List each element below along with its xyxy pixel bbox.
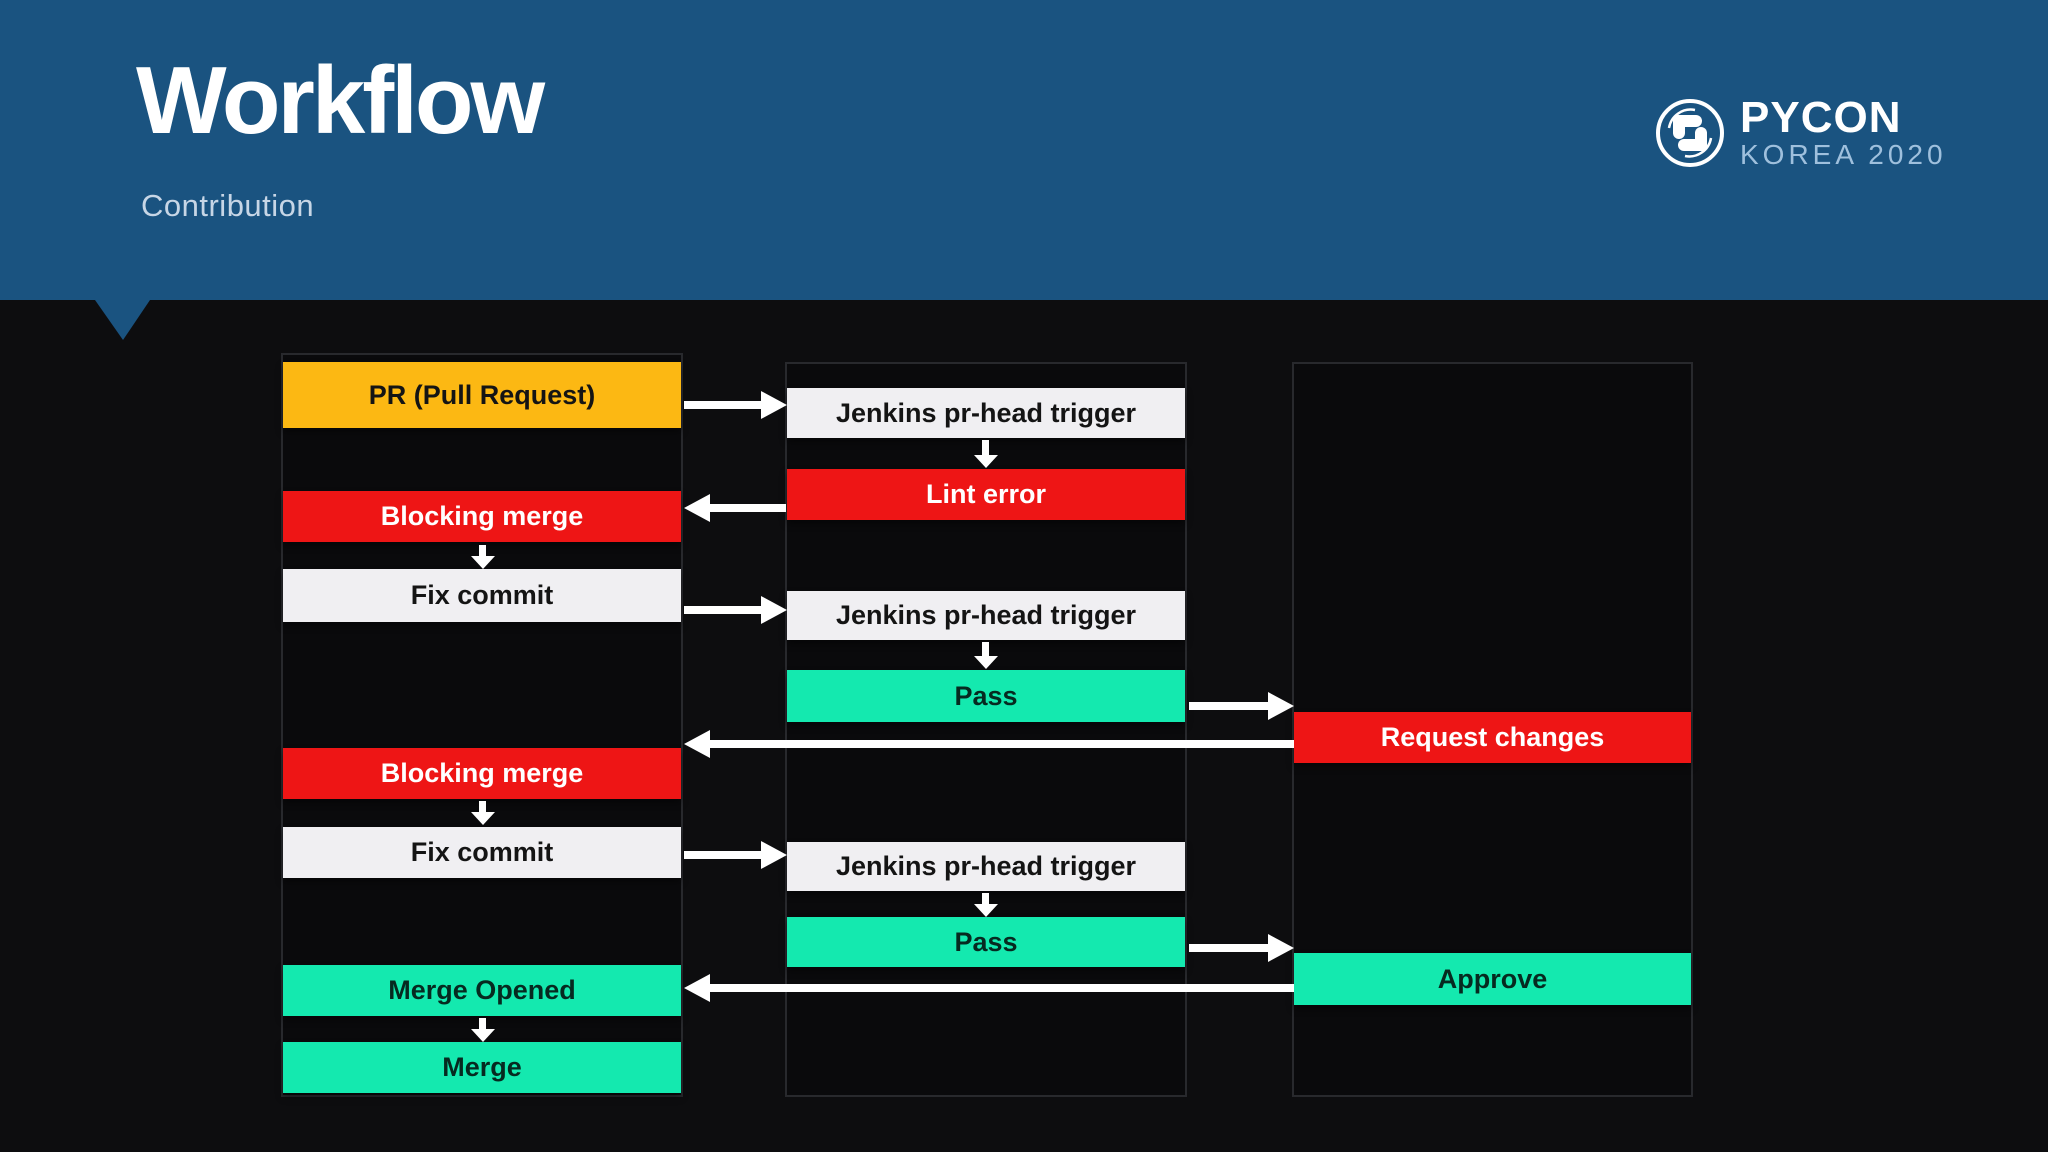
arrow-blocking2-to-fix2-icon: [479, 801, 486, 812]
arrow-pass2-to-approve-icon: [1189, 944, 1268, 952]
arrow-approve-to-mergeopened-icon: [710, 984, 1294, 992]
arrow-blocking1-to-fix1-icon: [479, 545, 486, 556]
arrow-jenkins1-to-lint-icon: [982, 440, 989, 455]
node-merge-opened: Merge Opened: [283, 965, 681, 1016]
arrow-mergeopened-to-merge-icon: [479, 1018, 486, 1029]
node-fix-commit-1: Fix commit: [283, 569, 681, 622]
node-blocking-merge-2: Blocking merge: [283, 748, 681, 799]
page-subtitle: Contribution: [141, 188, 315, 223]
header-notch: [95, 300, 150, 340]
page-title: Workflow: [136, 47, 545, 154]
node-jenkins-trigger-1: Jenkins pr-head trigger: [787, 388, 1185, 438]
logo-line-pycon: PYCON: [1740, 93, 1902, 142]
arrow-request-to-blocking2-icon: [710, 740, 1294, 748]
node-jenkins-trigger-2: Jenkins pr-head trigger: [787, 591, 1185, 640]
arrow-jenkins3-to-pass2-icon: [982, 893, 989, 904]
pycon-logo: PYCON KOREA 2020: [1655, 96, 1947, 171]
node-request-changes: Request changes: [1294, 712, 1691, 763]
logo-line-korea: KOREA 2020: [1740, 139, 1947, 170]
node-pass-2: Pass: [787, 917, 1185, 967]
arrow-jenkins2-to-pass1-icon: [982, 642, 989, 656]
node-lint-error: Lint error: [787, 469, 1185, 520]
node-blocking-merge-1: Blocking merge: [283, 491, 681, 542]
node-pass-1: Pass: [787, 670, 1185, 722]
node-pr: PR (Pull Request): [283, 362, 681, 428]
arrow-pr-to-jenkins1-icon: [684, 401, 761, 409]
node-jenkins-trigger-3: Jenkins pr-head trigger: [787, 842, 1185, 891]
arrow-pass1-to-request-icon: [1189, 702, 1268, 710]
header: Workflow Contribution PYCON KOREA 2020: [0, 0, 2048, 300]
arrow-lint-to-blocking1-icon: [710, 504, 786, 512]
arrow-fix2-to-jenkins3-icon: [684, 851, 761, 859]
node-fix-commit-2: Fix commit: [283, 827, 681, 878]
arrow-fix1-to-jenkins2-icon: [684, 606, 761, 614]
logo-text: PYCON KOREA 2020: [1740, 96, 1947, 171]
node-merge: Merge: [283, 1042, 681, 1093]
pycon-python-icon: [1655, 98, 1725, 168]
node-approve: Approve: [1294, 953, 1691, 1005]
